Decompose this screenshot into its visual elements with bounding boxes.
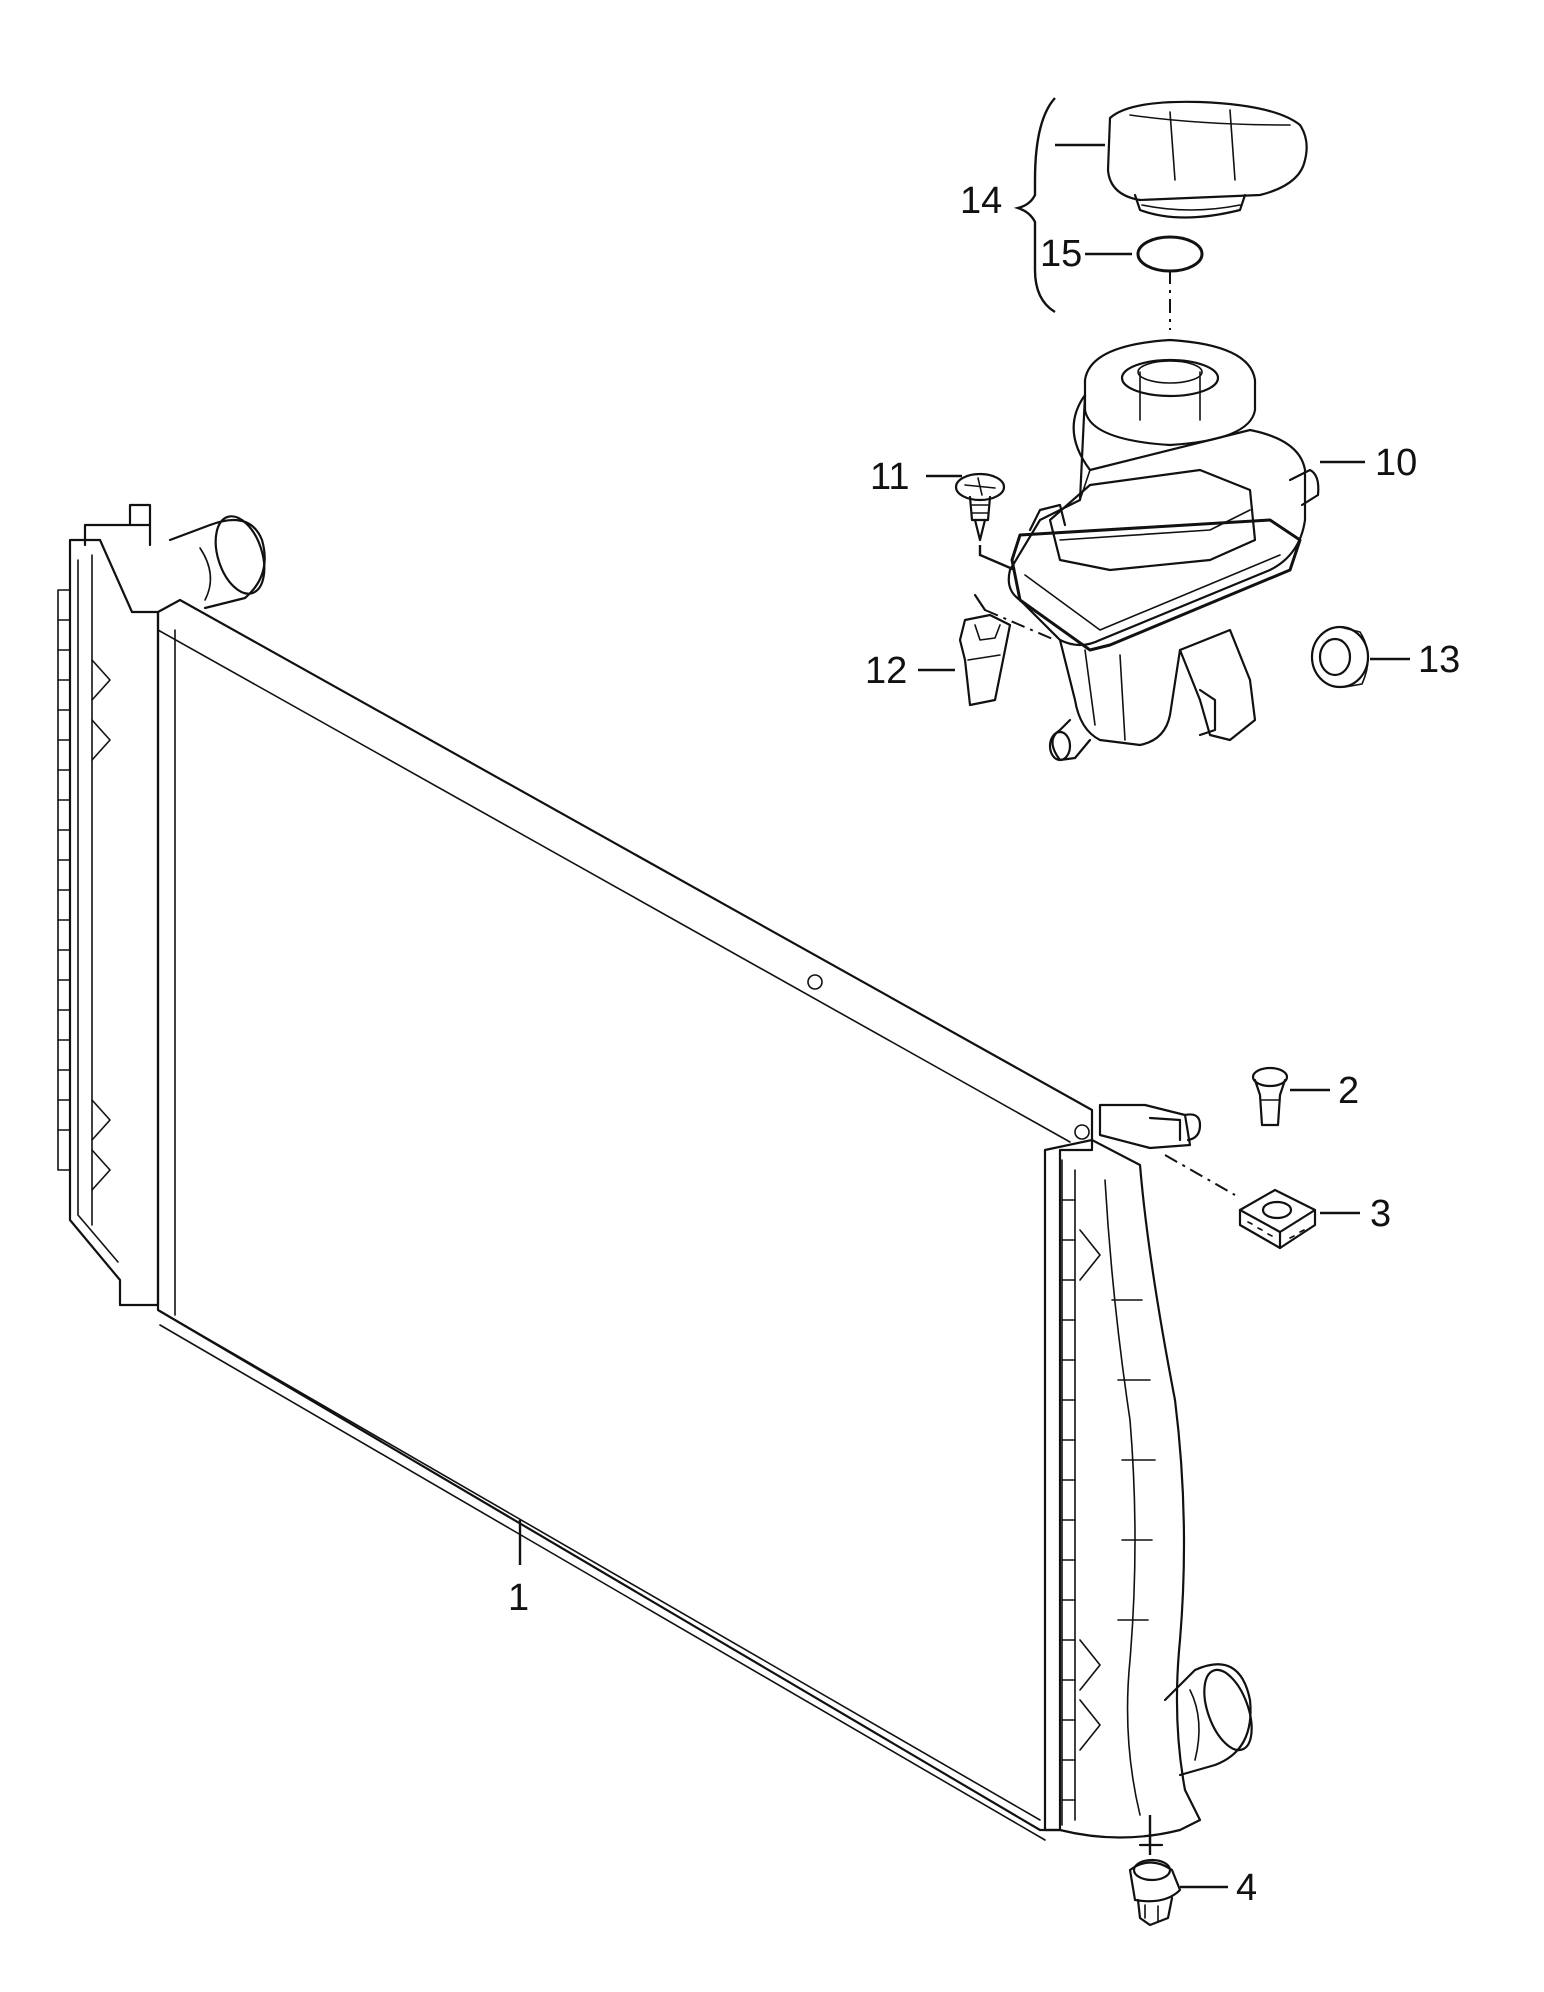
callout-1: 1: [508, 1577, 529, 1619]
group-brace: [1013, 97, 1056, 314]
right-side-tank: [1043, 1138, 1202, 1839]
assembly-axis-radiator-mount: [1164, 1154, 1236, 1196]
callout-2: 2: [1338, 1070, 1359, 1112]
upper-coolant-pipe: [168, 515, 266, 610]
expansion-tank-part: [1007, 338, 1320, 762]
callout-11: 11: [870, 456, 909, 498]
seal-ring-part: [1136, 235, 1204, 273]
assembly-axis-clip: [984, 609, 1056, 641]
grommet-part: [1310, 625, 1370, 689]
callout-14: 14: [960, 180, 1002, 222]
callout-12: 12: [865, 650, 907, 692]
rubber-mount-part: [1238, 1188, 1317, 1250]
callout-13: 13: [1418, 639, 1460, 681]
lower-coolant-pipe: [1163, 1663, 1253, 1777]
bolt-part: [1251, 1066, 1289, 1127]
lower-mount-part: [1128, 1858, 1182, 1927]
callout-15: 15: [1040, 233, 1082, 275]
leader-lines: [518, 143, 1410, 1889]
left-tank-fins: [57, 589, 111, 1191]
callout-4: 4: [1236, 1867, 1257, 1909]
filler-cap-part: [1106, 100, 1308, 219]
callout-10: 10: [1375, 442, 1417, 484]
screw-part: [954, 472, 1016, 572]
radiator-part: [57, 503, 1253, 1847]
clip-part: [958, 593, 1012, 707]
radiator-core: [156, 598, 1094, 1841]
callout-3: 3: [1370, 1193, 1391, 1235]
